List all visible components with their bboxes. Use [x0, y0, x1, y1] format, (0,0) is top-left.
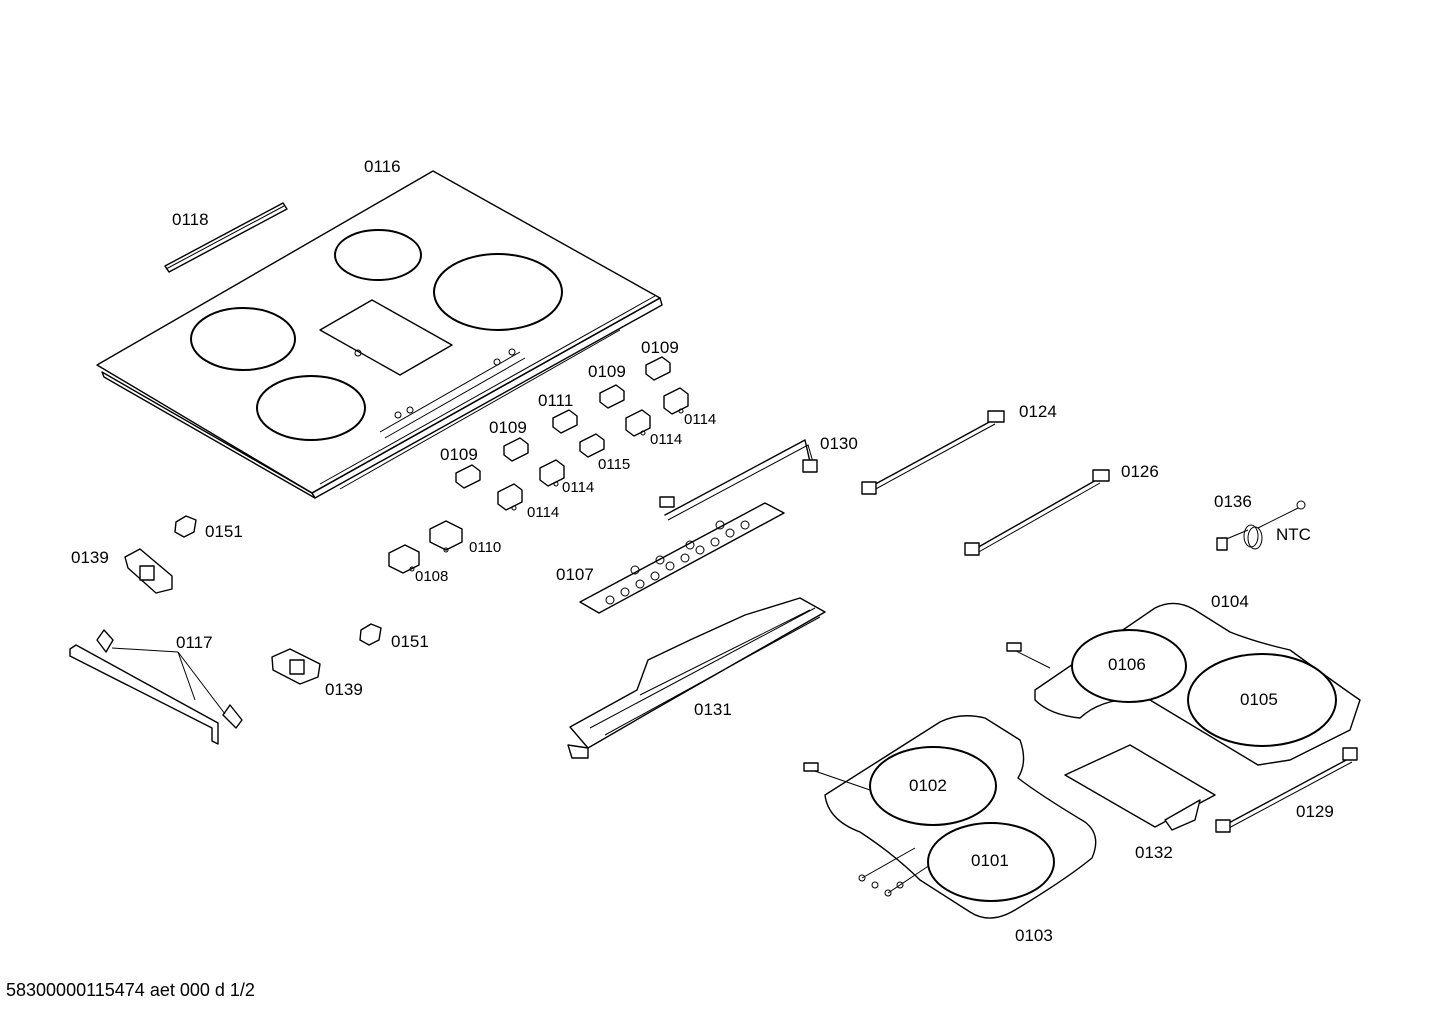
label-0104: 0104: [1211, 592, 1249, 611]
label-ntc: NTC: [1276, 525, 1311, 544]
part-0102-coil: [869, 746, 997, 826]
label-0115: 0115: [598, 456, 630, 473]
label-0105: 0105: [1240, 690, 1278, 709]
part-0139-bracket-right: [271, 648, 321, 685]
label-0109: 0109: [588, 362, 626, 381]
label-0151: 0151: [391, 632, 429, 651]
part-0131-support-frame: [567, 597, 826, 759]
label-0114: 0114: [650, 431, 682, 448]
part-0117-mounting-rail: [69, 629, 243, 745]
label-0124: 0124: [1019, 402, 1057, 421]
part-0105-coil: [1187, 653, 1337, 747]
label-0139: 0139: [71, 548, 109, 567]
part-0116-cooktop-glass: [96, 170, 663, 499]
part-0151-clip-upper: [174, 515, 197, 538]
part-0151-clip-lower: [359, 623, 382, 646]
part-0129-cable: [1215, 747, 1358, 833]
part-0106-coil: [1071, 629, 1187, 703]
label-0110: 0110: [469, 539, 501, 556]
label-0101: 0101: [971, 851, 1009, 870]
label-0114: 0114: [684, 411, 716, 428]
part-0126-cable: [964, 469, 1110, 556]
label-0130: 0130: [820, 434, 858, 453]
label-0131: 0131: [694, 700, 732, 719]
part-0118-trim-strip: [164, 202, 288, 273]
label-0111: 0111: [538, 391, 573, 410]
part-0101-coil: [927, 822, 1055, 902]
label-0102: 0102: [909, 776, 947, 795]
part-0136-ntc-sensor: [1216, 500, 1306, 551]
label-0129: 0129: [1296, 802, 1334, 821]
label-0109: 0109: [641, 338, 679, 357]
part-0124-cable: [861, 410, 1005, 495]
label-0103: 0103: [1015, 926, 1053, 945]
part-0130-ribbon-cable: [659, 439, 818, 521]
label-0109: 0109: [440, 445, 478, 464]
label-0151: 0151: [205, 522, 243, 541]
part-0107-control-pcb: [579, 502, 785, 614]
label-0136: 0136: [1214, 492, 1252, 511]
drawing-reference-number: 58300000115474 aet 000 d 1/2: [6, 980, 255, 1000]
part-0139-bracket-left: [124, 548, 173, 594]
label-0117: 0117: [176, 633, 213, 652]
label-0126: 0126: [1121, 462, 1159, 481]
label-0114: 0114: [527, 504, 559, 521]
label-0139: 0139: [325, 680, 363, 699]
label-0132: 0132: [1135, 843, 1173, 862]
label-0109: 0109: [489, 418, 527, 437]
label-0118: 0118: [172, 210, 209, 229]
label-0107: 0107: [556, 565, 594, 584]
label-0114: 0114: [562, 479, 594, 496]
label-0116: 0116: [364, 157, 401, 176]
label-0106: 0106: [1108, 655, 1146, 674]
label-0108: 0108: [415, 568, 448, 585]
part-0132-shield-plate: [1064, 744, 1216, 831]
switch-knob-cluster: [388, 356, 689, 574]
